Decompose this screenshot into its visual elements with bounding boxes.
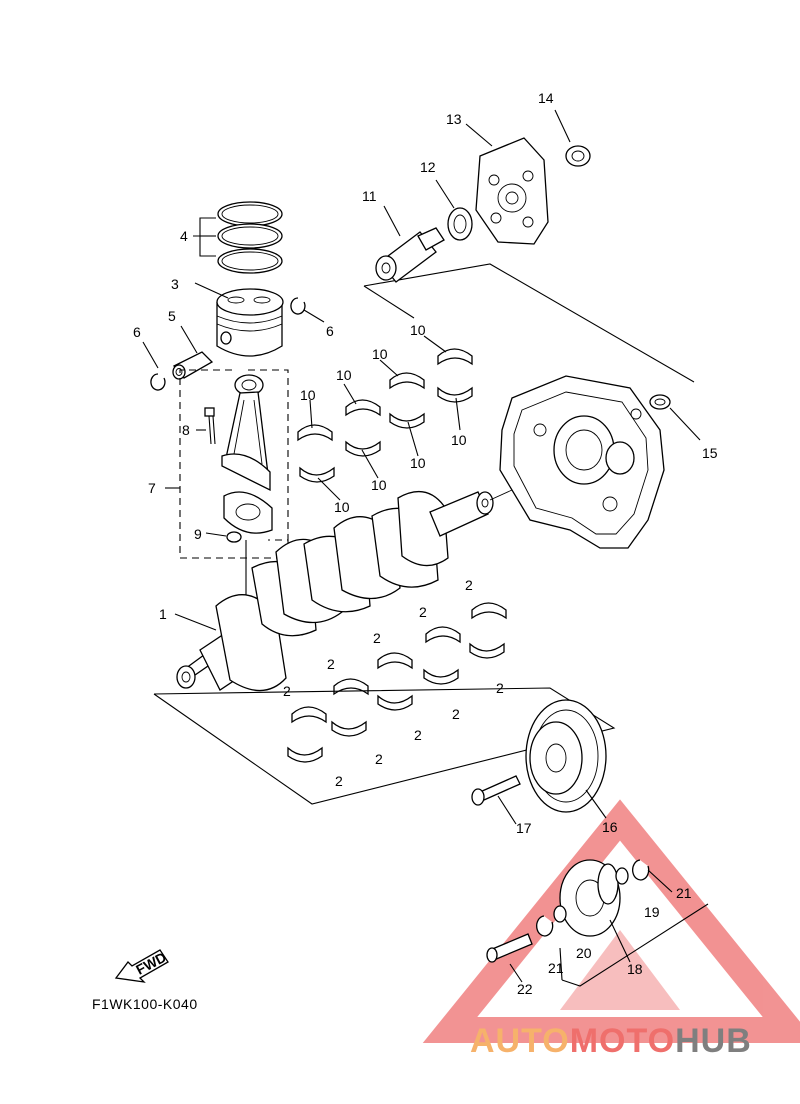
starter-gear-group xyxy=(486,859,709,987)
callout-18: 18 xyxy=(627,961,643,977)
callout-10: 10 xyxy=(371,477,387,493)
callout-6: 6 xyxy=(326,323,334,339)
callout-10: 10 xyxy=(300,387,316,403)
plug-15 xyxy=(649,394,701,441)
callout-2: 2 xyxy=(419,604,427,620)
connecting-rod-bearings xyxy=(297,335,473,501)
plug-14 xyxy=(554,109,591,167)
callout-7: 7 xyxy=(148,480,156,496)
callout-2: 2 xyxy=(414,727,422,743)
callout-labels: 1 2 2 2 2 2 2 2 2 2 2 3 4 5 6 6 7 8 9 10… xyxy=(133,90,718,997)
watermark-word-hub: HUB xyxy=(675,1022,752,1060)
callout-10: 10 xyxy=(372,346,388,362)
callout-1: 1 xyxy=(159,606,167,622)
main-bearings xyxy=(153,602,616,805)
callout-10: 10 xyxy=(334,499,350,515)
piston-pin xyxy=(172,325,214,380)
watermark-word-auto: AUTO xyxy=(470,1022,570,1060)
callout-10: 10 xyxy=(336,367,352,383)
callout-11: 11 xyxy=(362,188,377,204)
callout-22: 22 xyxy=(517,981,533,997)
fwd-label: FWD xyxy=(133,949,169,978)
callout-14: 14 xyxy=(538,90,554,106)
callout-2: 2 xyxy=(465,577,473,593)
callout-13: 13 xyxy=(446,111,462,127)
callout-8: 8 xyxy=(182,422,190,438)
callout-10: 10 xyxy=(410,455,426,471)
callout-9: 9 xyxy=(194,526,202,542)
callout-15: 15 xyxy=(702,445,718,461)
callout-4: 4 xyxy=(180,228,188,244)
circlips xyxy=(142,297,325,391)
crankshaft xyxy=(174,469,557,692)
callout-16: 16 xyxy=(602,819,618,835)
watermark-word-moto: MOTO xyxy=(569,1022,676,1060)
callout-5: 5 xyxy=(168,308,176,324)
callout-3: 3 xyxy=(171,276,179,292)
drawing-code: F1WK100-K040 xyxy=(92,996,198,1012)
connecting-rod-assembly xyxy=(165,369,289,596)
balancer-weight xyxy=(465,123,549,245)
callout-2: 2 xyxy=(452,706,460,722)
flywheel xyxy=(525,699,607,819)
callout-10: 10 xyxy=(451,432,467,448)
collar-12 xyxy=(435,179,473,241)
callout-19: 19 xyxy=(644,904,660,920)
callout-17: 17 xyxy=(516,820,532,836)
callout-2: 2 xyxy=(375,751,383,767)
callout-10: 10 xyxy=(410,322,426,338)
callout-2: 2 xyxy=(327,656,335,672)
callout-20: 20 xyxy=(576,945,592,961)
callout-2: 2 xyxy=(283,683,291,699)
callout-21: 21 xyxy=(676,885,692,901)
crankcase-cover xyxy=(363,263,695,549)
piston xyxy=(194,282,284,357)
watermark-triangle-logo xyxy=(422,799,800,1043)
callout-2: 2 xyxy=(496,680,504,696)
piston-rings xyxy=(193,201,283,274)
callout-12: 12 xyxy=(420,159,436,175)
flywheel-bolt xyxy=(471,775,521,825)
callout-6: 6 xyxy=(133,324,141,340)
balancer-shaft xyxy=(375,205,445,283)
fwd-arrow-icon: FWD xyxy=(114,949,169,983)
callout-2: 2 xyxy=(335,773,343,789)
callout-2: 2 xyxy=(373,630,381,646)
watermark-brand: AUTOMOTOHUB xyxy=(470,1022,752,1061)
callout-21: 21 xyxy=(548,960,564,976)
